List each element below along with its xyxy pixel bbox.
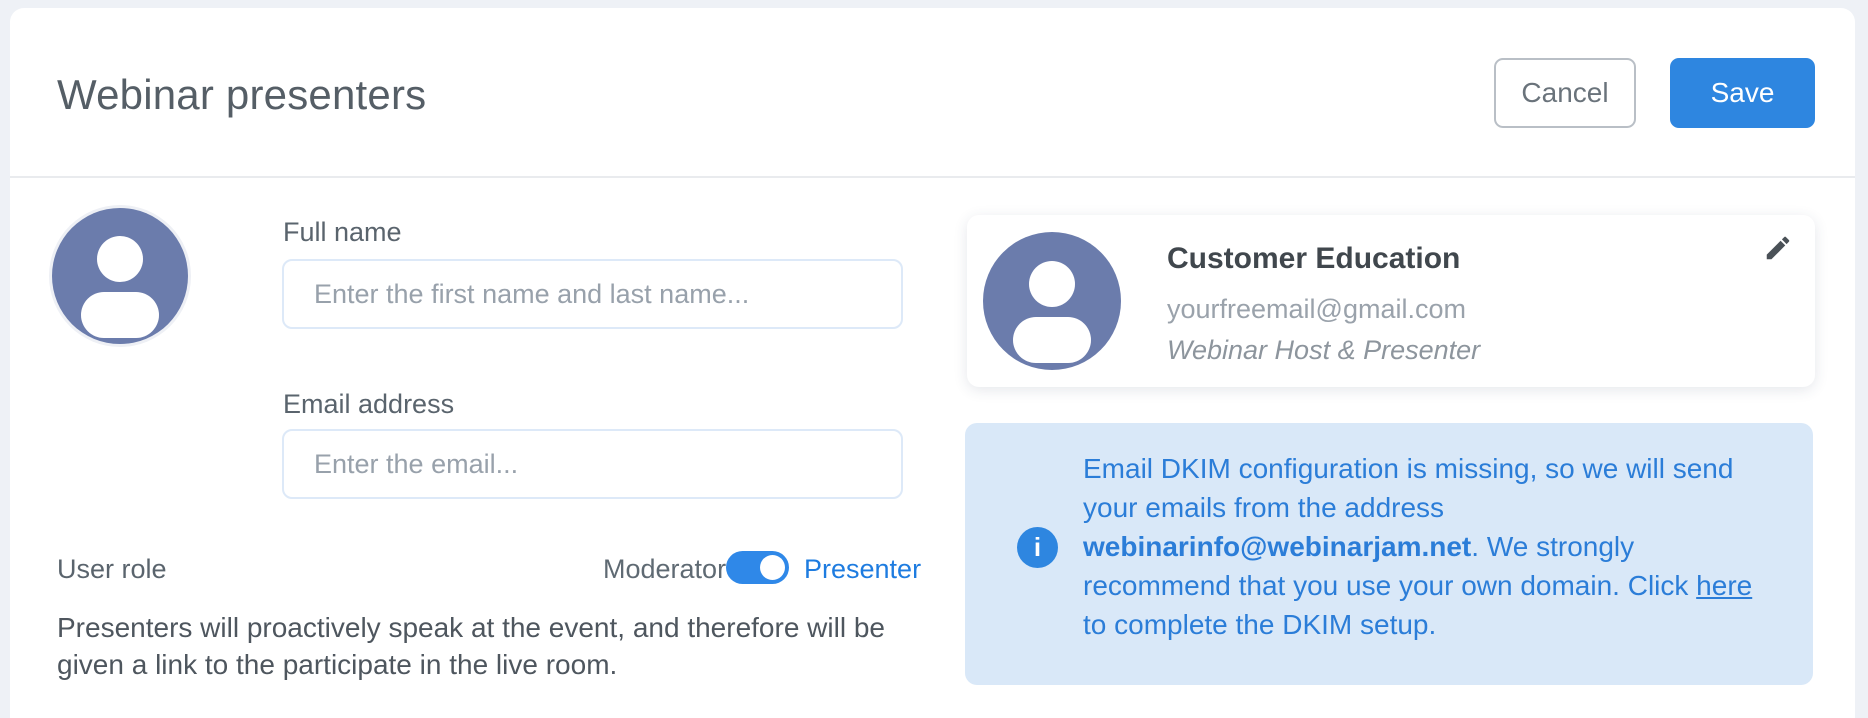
moderator-option-label: Moderator (603, 554, 727, 584)
new-presenter-avatar (52, 208, 188, 344)
email-input[interactable] (282, 429, 903, 499)
full-name-label: Full name (283, 217, 402, 247)
person-icon (81, 236, 159, 338)
role-toggle[interactable] (726, 551, 789, 584)
cancel-button[interactable]: Cancel (1494, 58, 1636, 128)
full-name-input[interactable] (282, 259, 903, 329)
dkim-message-text: . We strongly recommend that you use you… (1083, 531, 1697, 601)
dkim-info-box: i Email DKIM configuration is missing, s… (965, 423, 1813, 685)
role-toggle-knob (760, 555, 785, 580)
role-description: Presenters will proactively speak at the… (57, 612, 885, 680)
person-icon (1013, 261, 1091, 363)
save-button[interactable]: Save (1670, 58, 1815, 128)
host-avatar (983, 232, 1121, 370)
email-label: Email address (283, 389, 455, 419)
host-role: Webinar Host & Presenter (1167, 335, 1481, 365)
presenter-option-label: Presenter (804, 554, 922, 584)
host-profile-card: Customer Education yourfreemail@gmail.co… (967, 215, 1815, 387)
page-title: Webinar presenters (57, 71, 427, 118)
edit-pencil-icon[interactable] (1763, 233, 1793, 263)
host-email: yourfreemail@gmail.com (1167, 294, 1466, 324)
dkim-here-link[interactable]: here (1696, 570, 1753, 601)
dkim-message-text: Email DKIM configuration is missing, so … (1083, 453, 1734, 523)
panel-header: Webinar presenters Cancel Save (10, 8, 1855, 178)
info-icon: i (1017, 527, 1058, 568)
webinar-presenters-panel: Webinar presenters Cancel Save Full name… (10, 8, 1855, 718)
host-name: Customer Education (1167, 242, 1461, 275)
user-role-label: User role (57, 554, 167, 584)
dkim-sender-address: webinarinfo@webinarjam.net (1083, 531, 1472, 562)
dkim-message: Email DKIM configuration is missing, so … (1083, 449, 1759, 644)
dkim-message-text: to complete the DKIM setup. (1083, 609, 1437, 640)
